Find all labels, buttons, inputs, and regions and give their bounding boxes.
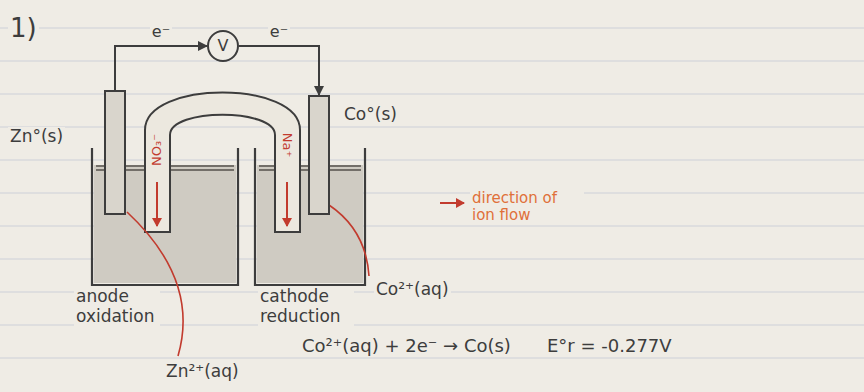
ruled-line: [0, 358, 864, 359]
ion-label: NO₃⁻: [150, 132, 165, 168]
ruled-lines: [0, 28, 864, 358]
ruled-line: [0, 160, 864, 161]
cathode-electrode: Co°(s): [308, 95, 330, 215]
electrode-role: anode oxidation: [74, 287, 160, 326]
voltmeter: V: [207, 30, 239, 62]
question-number: 1): [8, 14, 39, 44]
leader-line: [127, 212, 183, 356]
wire: [239, 46, 319, 95]
electron-label: e⁻: [150, 23, 172, 41]
leader-line: [329, 205, 369, 276]
ruled-line: [0, 61, 864, 62]
wire: [115, 46, 207, 90]
ion-flow-arrow: [156, 182, 158, 226]
node-label: Co°(s): [342, 105, 399, 125]
electrode-role: cathode reduction: [258, 287, 354, 326]
solution-label: Zn²⁺(aq): [164, 362, 241, 382]
ion-flow-arrow: [286, 182, 288, 226]
node-label: V: [218, 37, 229, 55]
node-label: Zn°(s): [8, 127, 65, 147]
ruled-line: [0, 127, 864, 128]
anode-electrode: Zn°(s): [104, 90, 126, 215]
salt-bridge: [145, 93, 300, 233]
electron-label: e⁻: [268, 23, 290, 41]
legend-note: direction of ion flow: [470, 190, 584, 225]
legend-arrow: [440, 202, 464, 204]
ion-label: Na⁺: [280, 131, 295, 160]
ruled-line: [0, 28, 864, 29]
half-reaction: Co²⁺(aq) + 2e⁻ → Co(s): [300, 336, 513, 357]
reduction-potential: E°r = -0.277V: [545, 336, 674, 357]
ruled-line: [0, 94, 864, 95]
solution-label: Co²⁺(aq): [374, 280, 451, 300]
